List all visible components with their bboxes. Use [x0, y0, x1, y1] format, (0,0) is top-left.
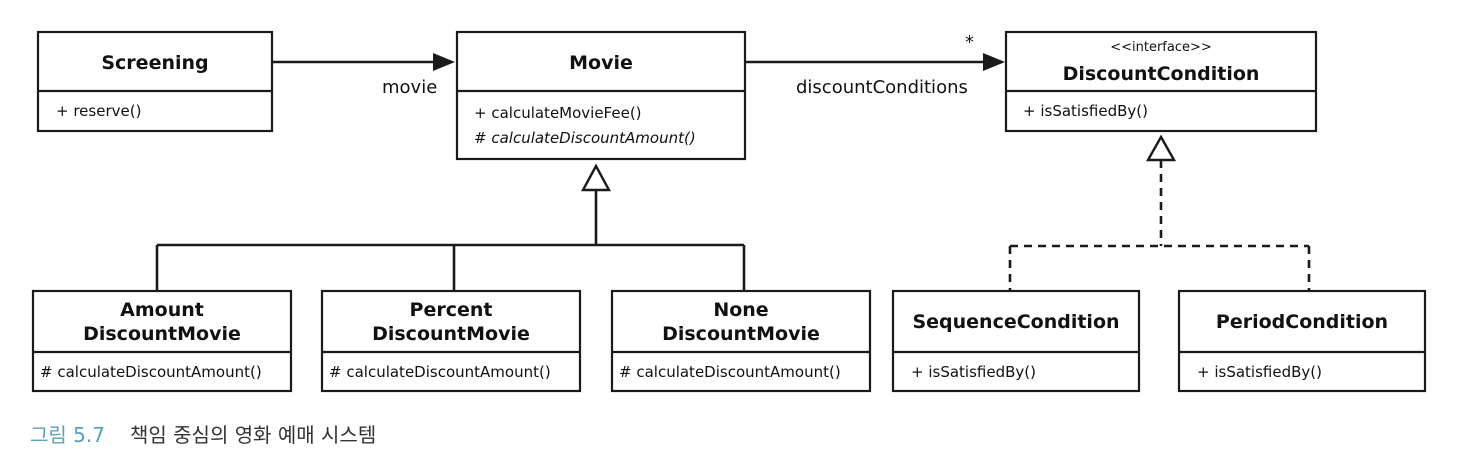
figure-caption: 그림 5.7 책임 중심의 영화 예매 시스템 — [30, 423, 376, 447]
class-name: SequenceCondition — [912, 311, 1119, 333]
class-name: DiscountCondition — [1063, 63, 1260, 85]
class-operation: + isSatisfiedBy() — [1023, 102, 1148, 120]
class-name: PeriodCondition — [1216, 311, 1388, 333]
class-operation: + isSatisfiedBy() — [1197, 363, 1322, 381]
association-movie-discountcondition — [745, 53, 1005, 71]
interface-stereotype: <<interface>> — [1110, 40, 1212, 55]
class-name-line2: DiscountMovie — [662, 323, 820, 345]
class-name-line2: DiscountMovie — [372, 323, 530, 345]
association-multiplicity: * — [965, 32, 974, 53]
class-operation: # calculateDiscountAmount() — [329, 363, 551, 381]
class-period-condition: PeriodCondition + isSatisfiedBy() — [1177, 289, 1427, 393]
interface-discountcondition: <<interface>> DiscountCondition + isSati… — [1004, 30, 1318, 133]
class-name-line1: Amount — [120, 299, 204, 321]
class-percent-discount-movie: Percent DiscountMovie # calculateDiscoun… — [320, 289, 582, 393]
generalization-movie — [155, 163, 746, 291]
caption-number: 그림 5.7 — [30, 423, 105, 447]
realization-discountcondition — [1008, 134, 1311, 291]
caption-title: 책임 중심의 영화 예매 시스템 — [130, 423, 376, 447]
class-none-discount-movie: None DiscountMovie # calculateDiscountAm… — [610, 289, 872, 393]
generalization-triangle-icon — [580, 163, 612, 192]
class-operation-abstract: # calculateDiscountAmount() — [474, 129, 696, 147]
association-screening-movie — [272, 53, 455, 71]
class-operation: # calculateDiscountAmount() — [40, 363, 262, 381]
realization-triangle-icon — [1145, 134, 1177, 162]
class-name-line2: DiscountMovie — [83, 323, 241, 345]
class-name: Screening — [101, 52, 208, 74]
class-operation: + calculateMovieFee() — [474, 104, 642, 122]
class-operation: + isSatisfiedBy() — [911, 363, 1036, 381]
class-screening: Screening + reserve() — [36, 30, 274, 133]
class-amount-discount-movie: Amount DiscountMovie # calculateDiscount… — [31, 289, 293, 393]
class-movie: Movie + calculateMovieFee() # calculateD… — [455, 30, 747, 161]
class-operation: + reserve() — [56, 102, 141, 120]
class-name: Movie — [569, 52, 633, 74]
class-name-line1: None — [713, 299, 768, 321]
association-role-discountconditions: discountConditions — [796, 77, 968, 98]
class-operation: # calculateDiscountAmount() — [619, 363, 841, 381]
association-role-movie: movie — [382, 77, 437, 98]
class-sequence-condition: SequenceCondition + isSatisfiedBy() — [891, 289, 1141, 393]
class-name-line1: Percent — [410, 299, 493, 321]
